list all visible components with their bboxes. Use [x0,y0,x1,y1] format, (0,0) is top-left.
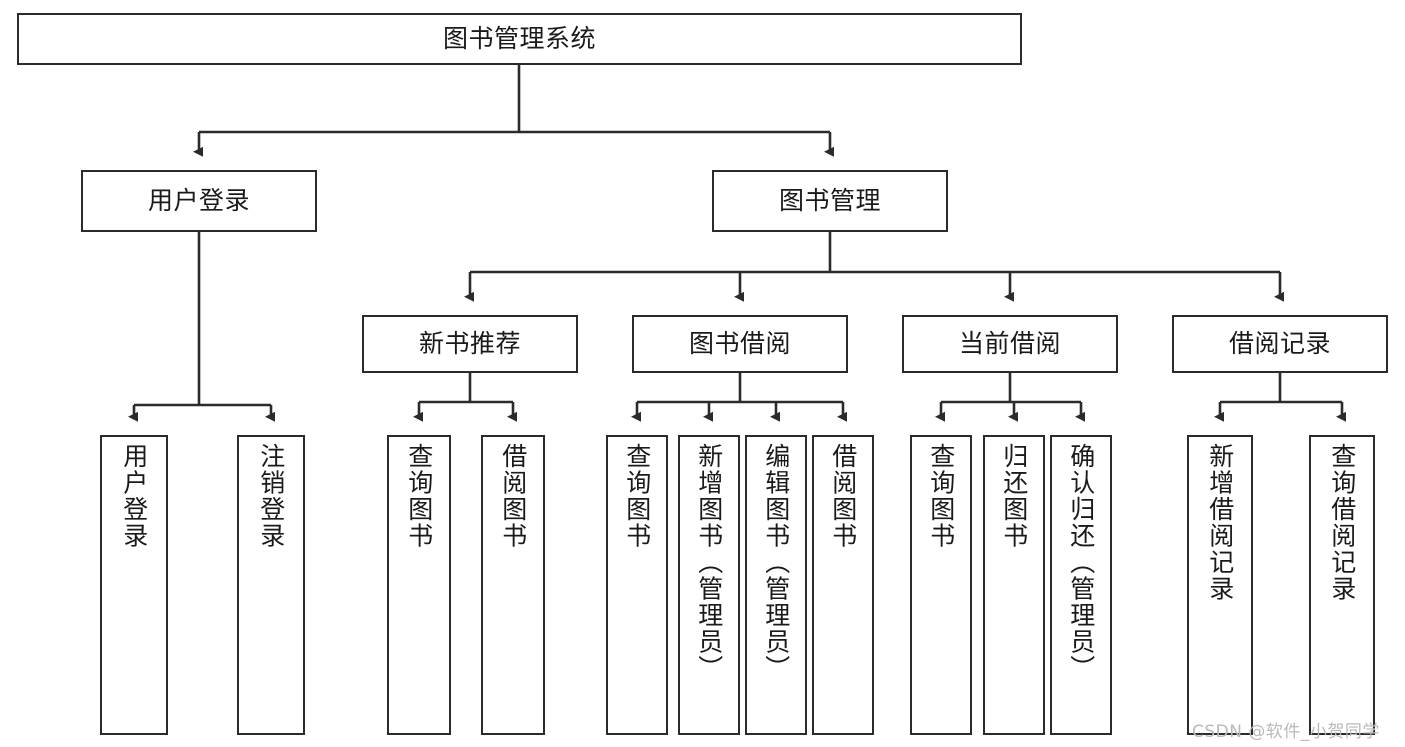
node-user-login[interactable]: 用户登录 [81,170,317,232]
node-borrow-records-label: 借阅记录 [1228,329,1331,359]
leaf-query-book-borrow[interactable]: 查询图书 [606,435,668,735]
node-book-management[interactable]: 图书管理 [712,170,948,232]
leaf-borrow-book-recommend[interactable]: 借阅图书 [481,435,545,735]
leaf-add-book-admin-label: 新增图书（管理员） [694,443,724,682]
leaf-return-book-label: 归还图书 [999,443,1029,549]
node-book-management-label: 图书管理 [778,186,881,216]
leaf-lend-book-label: 借阅图书 [828,443,858,549]
node-borrow-records[interactable]: 借阅记录 [1172,315,1388,373]
leaf-query-borrow-record-label: 查询借阅记录 [1327,443,1357,602]
node-current-borrow-label: 当前借阅 [958,329,1061,359]
leaf-query-book-borrow-label: 查询图书 [622,443,652,549]
leaf-query-book-recommend[interactable]: 查询图书 [387,435,451,735]
leaf-add-book-admin[interactable]: 新增图书（管理员） [678,435,740,735]
leaf-user-login-label: 用户登录 [119,443,149,549]
leaf-return-book[interactable]: 归还图书 [983,435,1045,735]
leaf-logout[interactable]: 注销登录 [237,435,305,735]
leaf-logout-label: 注销登录 [256,443,286,549]
leaf-user-login[interactable]: 用户登录 [100,435,168,735]
leaf-query-book-current-label: 查询图书 [926,443,956,549]
node-current-borrow[interactable]: 当前借阅 [902,315,1118,373]
node-user-login-label: 用户登录 [147,186,250,216]
leaf-query-book-current[interactable]: 查询图书 [910,435,972,735]
node-root[interactable]: 图书管理系统 [17,13,1022,65]
leaf-confirm-return-admin[interactable]: 确认归还（管理员） [1050,435,1112,735]
leaf-edit-book-admin[interactable]: 编辑图书（管理员） [745,435,807,735]
node-new-book-recommend-label: 新书推荐 [418,329,521,359]
leaf-add-borrow-record[interactable]: 新增借阅记录 [1187,435,1253,735]
leaf-query-book-recommend-label: 查询图书 [404,443,434,549]
leaf-lend-book[interactable]: 借阅图书 [812,435,874,735]
leaf-borrow-book-recommend-label: 借阅图书 [498,443,528,549]
leaf-query-borrow-record[interactable]: 查询借阅记录 [1309,435,1375,735]
node-book-borrow[interactable]: 图书借阅 [632,315,848,373]
node-book-borrow-label: 图书借阅 [688,329,791,359]
node-root-label: 图书管理系统 [442,24,596,54]
leaf-edit-book-admin-label: 编辑图书（管理员） [761,443,791,682]
leaf-add-borrow-record-label: 新增借阅记录 [1205,443,1235,602]
leaf-confirm-return-admin-label: 确认归还（管理员） [1066,443,1096,682]
node-new-book-recommend[interactable]: 新书推荐 [362,315,578,373]
